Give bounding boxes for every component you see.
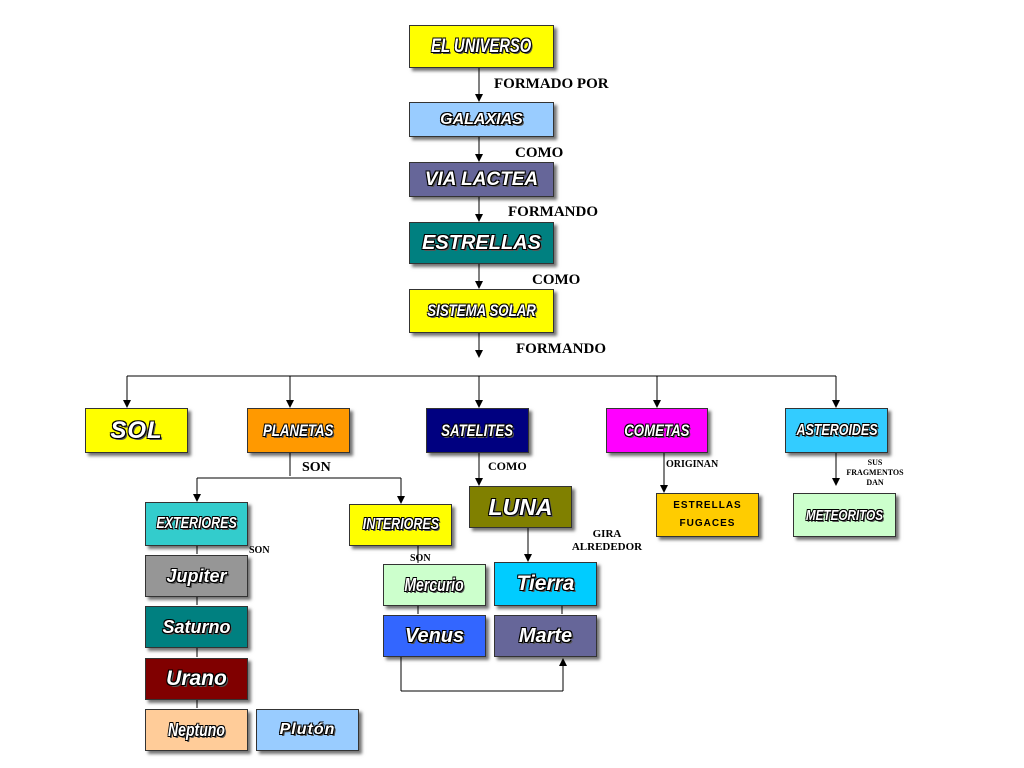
- link-gira-alrededor: GIRA ALREDEDOR: [571, 528, 643, 553]
- node-pluton: Plutón: [256, 709, 359, 751]
- node-sol: SOL: [85, 408, 188, 453]
- node-sistema-solar: SISTEMA SOLAR: [409, 289, 554, 333]
- node-cometas: COMETAS: [606, 408, 708, 453]
- node-galaxias: GALAXIAS: [409, 102, 554, 137]
- node-luna: LUNA: [469, 486, 572, 528]
- link-son-interiores: SON: [410, 553, 431, 564]
- link-como-2: COMO: [532, 272, 581, 288]
- node-venus: Venus: [383, 615, 486, 657]
- link-como-1: COMO: [515, 145, 564, 161]
- link-sus-fragmentos-dan: SUS FRAGMENTOS DAN: [846, 458, 904, 487]
- node-el-universo: EL UNIVERSO: [409, 25, 554, 68]
- link-formado-por: FORMADO POR: [494, 76, 609, 92]
- node-tierra: Tierra: [494, 562, 597, 606]
- node-estrellas: ESTRELLAS: [409, 222, 554, 264]
- node-via-lactea: VIA LACTEA: [409, 162, 554, 197]
- node-exteriores: EXTERIORES: [145, 502, 248, 546]
- node-interiores: INTERIORES: [349, 504, 452, 546]
- link-como-satelites: COMO: [488, 459, 527, 473]
- node-meteoritos: METEORITOS: [793, 493, 896, 537]
- node-planetas: PLANETAS: [247, 408, 350, 453]
- node-mercurio: Mercurio: [383, 564, 486, 606]
- node-saturno: Saturno: [145, 606, 248, 648]
- node-satelites: SATELITES: [426, 408, 529, 453]
- node-estrellas-fugaces: ESTRELLAS FUGACES: [656, 493, 759, 537]
- node-urano: Urano: [145, 658, 248, 700]
- link-son-planetas: SON: [302, 460, 331, 475]
- node-asteroides: ASTEROIDES: [785, 408, 888, 453]
- link-son-exteriores: SON: [249, 545, 270, 556]
- link-formando-2: FORMANDO: [516, 341, 606, 357]
- node-marte: Marte: [494, 615, 597, 657]
- node-neptuno: Neptuno: [145, 709, 248, 751]
- node-jupiter: Jupiter: [145, 555, 248, 597]
- link-formando-1: FORMANDO: [508, 204, 598, 220]
- link-originan: ORIGINAN: [666, 459, 719, 470]
